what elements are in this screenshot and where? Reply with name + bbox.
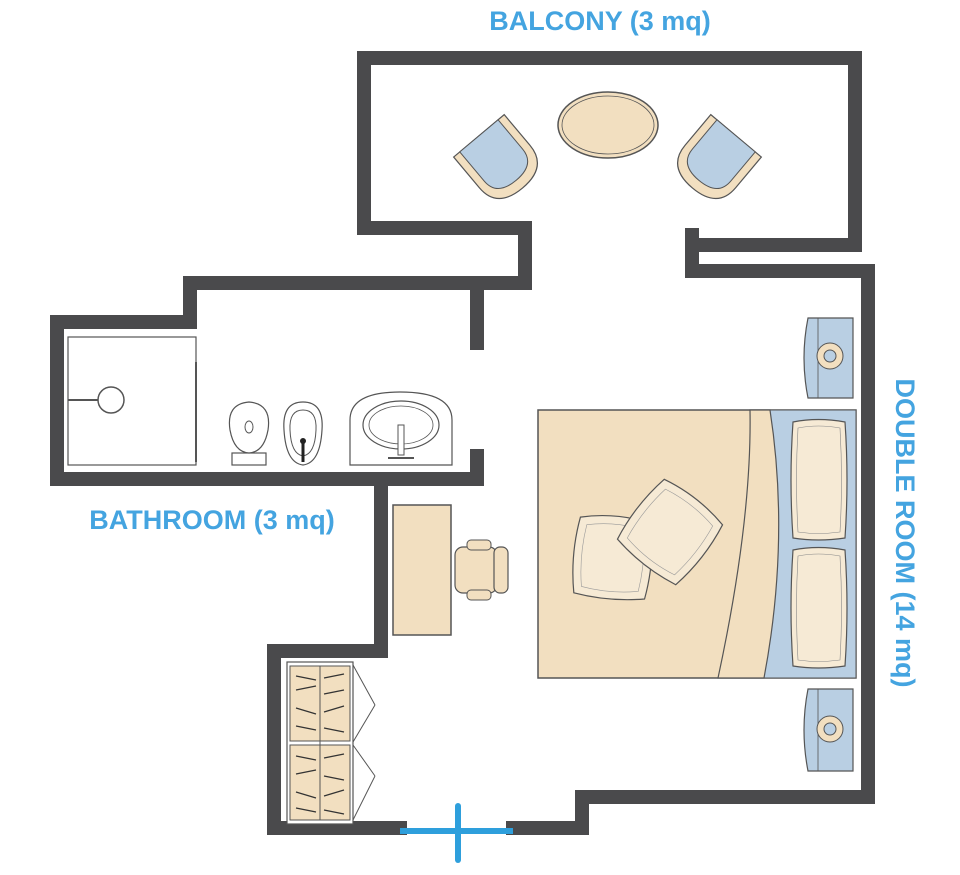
balcony-wall	[357, 51, 862, 235]
toilet-icon	[228, 401, 270, 466]
wardrobe-icon	[286, 661, 376, 825]
desk-icon	[392, 504, 452, 636]
bedroom-left-wall	[267, 472, 407, 835]
pillow-icon	[790, 546, 848, 669]
bed-icon	[537, 409, 857, 679]
bedroom-furniture	[286, 317, 857, 825]
balcony-wall-left-return	[50, 221, 532, 486]
nightstand-icon	[803, 317, 854, 399]
table-inner-edge	[561, 95, 655, 155]
bathroom-label: BATHROOM (3 mq)	[89, 505, 334, 535]
balcony-furniture	[452, 91, 763, 200]
nightstand-icon	[803, 688, 854, 772]
balcony-wall-right-return	[506, 221, 875, 835]
shower-icon	[67, 336, 197, 466]
walls	[50, 51, 875, 835]
pillow-icon	[790, 418, 848, 541]
sink-icon	[349, 391, 453, 466]
double-room-label: DOUBLE ROOM (14 mq)	[890, 378, 920, 687]
table-icon	[557, 91, 659, 159]
balcony-label: BALCONY (3 mq)	[489, 6, 711, 36]
pillow-icon	[616, 478, 724, 586]
armchair-icon	[677, 113, 763, 200]
bathroom-furniture	[67, 336, 453, 466]
chair-icon	[454, 539, 509, 601]
entrance-door[interactable]	[400, 803, 513, 863]
bidet-icon	[283, 401, 323, 466]
armchair-icon	[452, 113, 538, 200]
